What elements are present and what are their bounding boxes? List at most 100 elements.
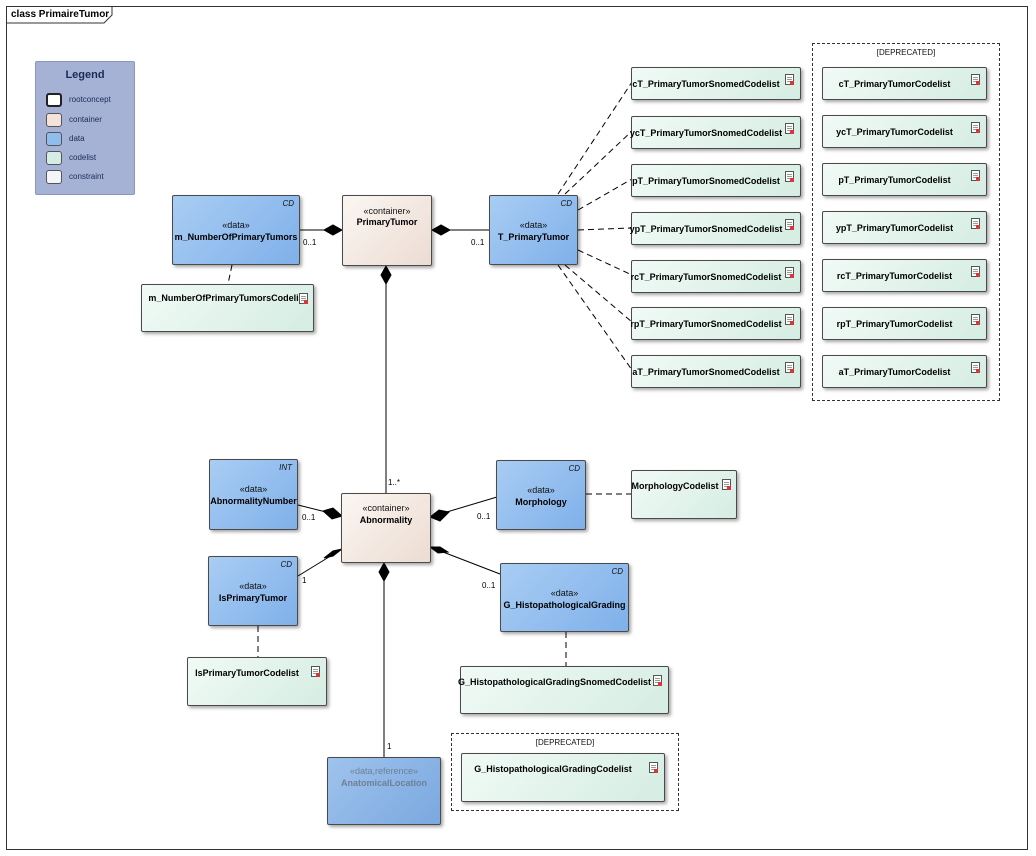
- legend-swatch: [46, 113, 62, 127]
- codelist-name: G_HistopathologicalGradingCodelist: [474, 764, 632, 774]
- stereotype: «data,reference»: [349, 766, 419, 776]
- codelist-pt-snomed[interactable]: pT_PrimaryTumorSnomedCodelist: [631, 164, 801, 197]
- legend-item-rootconcept: rootconcept: [46, 93, 134, 109]
- data-g-histopathological-grading[interactable]: CD «data» G_HistopathologicalGrading: [500, 563, 629, 632]
- legend-swatch: [46, 151, 62, 165]
- diamond-primary-left: [322, 224, 344, 236]
- codelist-document-icon: [649, 762, 658, 773]
- diamond-abn-right-top: [429, 509, 451, 522]
- data-anatomical-location[interactable]: «data,reference» AnatomicalLocation: [327, 757, 441, 825]
- diamond-primary-right: [430, 224, 452, 236]
- codelist-document-icon: [311, 666, 320, 677]
- stereotype: «data»: [222, 220, 250, 230]
- frame-title-tab: [6, 6, 113, 24]
- codelist-yct-deprecated[interactable]: ycT_PrimaryTumorCodelist: [822, 115, 987, 148]
- class-name: Abnormality: [359, 515, 413, 525]
- codelist-name: aT_PrimaryTumorCodelist: [838, 366, 951, 377]
- class-name: G_HistopathologicalGrading: [503, 600, 626, 610]
- legend-label: constraint: [69, 172, 104, 181]
- codelist-name: pT_PrimaryTumorCodelist: [838, 174, 951, 185]
- legend-label: rootconcept: [69, 95, 111, 104]
- data-is-primary-tumor[interactable]: CD «data» IsPrimaryTumor: [208, 556, 298, 626]
- codelist-document-icon: [971, 362, 980, 373]
- legend-item-codelist: codelist: [46, 151, 134, 167]
- codelist-rpt-snomed[interactable]: rpT_PrimaryTumorSnomedCodelist: [630, 307, 801, 340]
- codelist-rct-deprecated[interactable]: rcT_PrimaryTumorCodelist: [822, 259, 987, 292]
- codelist-name: ycT_PrimaryTumorSnomedCodelist: [629, 127, 783, 138]
- codelist-name: MorphologyCodelist: [631, 481, 719, 491]
- codelist-document-icon: [785, 362, 794, 373]
- deprecated-group-g: [DEPRECATED]: [451, 733, 679, 811]
- legend-item-data: data: [46, 132, 134, 148]
- stereotype: «data»: [239, 581, 267, 591]
- multiplicity-is-primary: 1: [302, 576, 307, 585]
- diamond-abn-left-top: [321, 507, 344, 520]
- codelist-name: cT_PrimaryTumorSnomedCodelist: [632, 78, 780, 89]
- codelist-m-number[interactable]: m_NumberOfPrimaryTumorsCodelist: [141, 284, 314, 332]
- codelist-document-icon: [971, 218, 980, 229]
- codelist-document-icon: [971, 122, 980, 133]
- legend-swatch: [46, 93, 62, 107]
- data-m-number-of-primary-tumors[interactable]: CD «data» m_NumberOfPrimaryTumors: [172, 195, 300, 265]
- codelist-g-grading-deprecated[interactable]: G_HistopathologicalGradingCodelist: [461, 753, 665, 802]
- codelist-document-icon: [785, 123, 794, 134]
- container-primary-tumor[interactable]: «container» PrimaryTumor: [342, 195, 432, 266]
- codelist-rpt-deprecated[interactable]: rpT_PrimaryTumorCodelist: [822, 307, 987, 340]
- codelist-morphology[interactable]: MorphologyCodelist: [631, 470, 737, 519]
- codelist-document-icon: [785, 74, 794, 85]
- stereotype: «data»: [550, 588, 579, 598]
- codelist-name: IsPrimaryTumorCodelist: [195, 668, 299, 678]
- data-morphology[interactable]: CD «data» Morphology: [496, 460, 586, 530]
- codelist-name: cT_PrimaryTumorCodelist: [838, 78, 951, 89]
- class-name: m_NumberOfPrimaryTumors: [174, 232, 298, 242]
- multiplicity-t-primary: 0..1: [471, 238, 485, 247]
- codelist-ct-snomed[interactable]: cT_PrimaryTumorSnomedCodelist: [631, 67, 801, 100]
- deprecated-group-t: [DEPRECATED]: [812, 43, 1000, 401]
- codelist-name: m_NumberOfPrimaryTumorsCodelist: [148, 293, 307, 303]
- class-name: PrimaryTumor: [356, 217, 418, 227]
- deprecated-label: [DEPRECATED]: [876, 48, 936, 57]
- stereotype: «data»: [527, 485, 555, 495]
- class-name: AbnormalityNumber: [210, 496, 297, 506]
- stereotype: «container»: [363, 206, 411, 216]
- datatype-tag: CD: [560, 199, 572, 208]
- legend-swatch: [46, 132, 62, 146]
- codelist-pt-deprecated[interactable]: pT_PrimaryTumorCodelist: [822, 163, 987, 196]
- codelist-document-icon: [971, 314, 980, 325]
- stereotype: «container»: [362, 503, 410, 513]
- multiplicity-abnormality-number: 0..1: [302, 513, 316, 522]
- codelist-yct-snomed[interactable]: ycT_PrimaryTumorSnomedCodelist: [629, 116, 801, 149]
- data-t-primary-tumor[interactable]: CD «data» T_PrimaryTumor: [489, 195, 578, 265]
- codelist-at-deprecated[interactable]: aT_PrimaryTumorCodelist: [822, 355, 987, 388]
- codelist-document-icon: [299, 293, 308, 304]
- codelist-document-icon: [653, 675, 662, 686]
- multiplicity-morphology: 0..1: [477, 512, 491, 521]
- codelist-name: ypT_PrimaryTumorCodelist: [835, 222, 954, 233]
- codelist-rct-snomed[interactable]: rcT_PrimaryTumorSnomedCodelist: [631, 260, 801, 293]
- legend-title: Legend: [65, 69, 105, 81]
- legend-swatch: [46, 170, 62, 184]
- codelist-document-icon: [971, 170, 980, 181]
- codelist-at-snomed[interactable]: aT_PrimaryTumorSnomedCodelist: [631, 355, 801, 388]
- legend: Legend rootconcept container data codeli…: [35, 61, 135, 195]
- class-name: T_PrimaryTumor: [497, 232, 570, 242]
- datatype-tag: CD: [282, 199, 294, 208]
- deprecated-label: [DEPRECATED]: [535, 738, 595, 747]
- codelist-name: ycT_PrimaryTumorCodelist: [836, 126, 953, 137]
- data-abnormality-number[interactable]: INT «data» AbnormalityNumber: [209, 459, 298, 530]
- codelist-document-icon: [785, 267, 794, 278]
- legend-item-constraint: constraint: [46, 170, 134, 186]
- codelist-document-icon: [785, 219, 794, 230]
- frame-title: class PrimaireTumor: [11, 9, 110, 20]
- codelist-ct-deprecated[interactable]: cT_PrimaryTumorCodelist: [822, 67, 987, 100]
- codelist-ypt-deprecated[interactable]: ypT_PrimaryTumorCodelist: [822, 211, 987, 244]
- class-name: IsPrimaryTumor: [218, 593, 288, 603]
- codelist-g-grading-snomed[interactable]: G_HistopathologicalGradingSnomedCodelist: [458, 666, 669, 714]
- container-abnormality[interactable]: «container» Abnormality: [341, 493, 431, 563]
- codelist-document-icon: [971, 266, 980, 277]
- datatype-tag: CD: [611, 567, 623, 576]
- codelist-ypt-snomed[interactable]: ypT_PrimaryTumorSnomedCodelist: [630, 212, 801, 245]
- codelist-name: rcT_PrimaryTumorSnomedCodelist: [630, 271, 782, 282]
- codelist-is-primary-tumor[interactable]: IsPrimaryTumorCodelist: [187, 657, 327, 706]
